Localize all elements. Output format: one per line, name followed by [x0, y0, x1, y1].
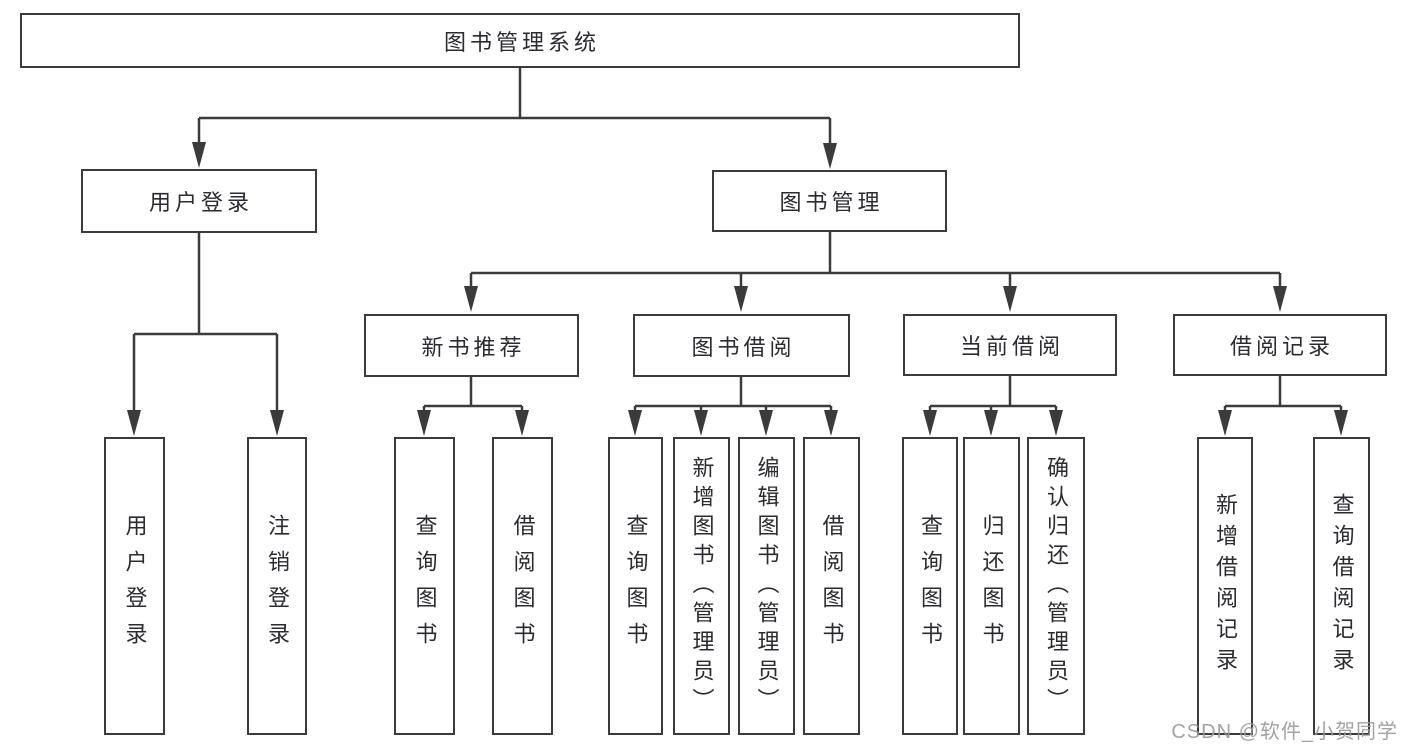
- node-borrowing-records: 借阅记录: [1173, 314, 1387, 376]
- connector-userlogin-to-leaves: [132, 233, 279, 414]
- node-user-login-leaf: 用户登录: [104, 437, 165, 735]
- connector-root-to-level2: [197, 68, 832, 147]
- node-query-books-newbook: 查询图书: [394, 437, 455, 735]
- node-current-borrowing: 当前借阅: [903, 314, 1117, 376]
- connector-currentborrow-to-leaves: [928, 376, 1058, 414]
- arrowhead: [823, 143, 837, 169]
- arrowhead: [628, 410, 642, 436]
- node-label: 确认归还（管理员）: [1044, 455, 1069, 717]
- node-add-borrow-record: 新增借阅记录: [1197, 437, 1253, 735]
- node-query-books-current: 查询图书: [902, 437, 958, 735]
- node-new-book-recommend: 新书推荐: [364, 314, 579, 377]
- arrowhead: [1049, 410, 1063, 436]
- arrowhead: [417, 410, 431, 436]
- node-borrow-books-borrowing: 借阅图书: [803, 437, 860, 735]
- arrowhead: [1273, 286, 1287, 312]
- node-label: 查询借阅记录: [1329, 493, 1355, 679]
- connector-newbook-to-leaves: [422, 377, 524, 414]
- connector-bookborrow-to-leaves: [633, 377, 833, 414]
- connector-borrowrecord-to-leaves: [1223, 376, 1343, 414]
- node-label: 新增图书（管理员）: [689, 455, 715, 717]
- arrowheads: [127, 142, 1348, 436]
- node-logout-leaf: 注销登录: [247, 437, 307, 735]
- node-label: 查询图书: [412, 514, 438, 658]
- node-label: 注销登录: [265, 514, 290, 658]
- arrowhead: [1003, 286, 1017, 312]
- node-user-login: 用户登录: [81, 169, 317, 233]
- arrowhead: [824, 410, 838, 436]
- connector-bookmgmt-to-level3: [469, 232, 1282, 290]
- arrowhead: [127, 410, 141, 436]
- node-label: 用户登录: [122, 514, 148, 658]
- node-label: 查询图书: [918, 514, 943, 658]
- node-label: 图书管理: [779, 190, 884, 215]
- node-borrow-books-newbook: 借阅图书: [492, 437, 553, 735]
- arrowhead: [515, 410, 529, 436]
- node-confirm-return-admin: 确认归还（管理员）: [1027, 437, 1085, 735]
- arrowhead: [759, 410, 773, 436]
- node-label: 当前借阅: [959, 334, 1064, 359]
- node-label: 图书借阅: [691, 334, 796, 360]
- arrowhead: [270, 410, 284, 436]
- node-query-borrow-record: 查询借阅记录: [1313, 437, 1370, 735]
- arrowhead: [984, 410, 998, 436]
- node-label: 归还图书: [979, 514, 1005, 658]
- node-label: 图书管理系统: [443, 29, 600, 55]
- node-label: 编辑图书（管理员）: [754, 455, 780, 717]
- node-return-books: 归还图书: [963, 437, 1020, 735]
- arrowhead: [1334, 410, 1348, 436]
- node-label: 查询图书: [623, 514, 649, 658]
- node-label: 借阅图书: [510, 514, 536, 658]
- arrowhead: [923, 410, 937, 436]
- arrowhead: [464, 286, 478, 312]
- node-label: 新书推荐: [421, 334, 526, 360]
- arrowhead: [734, 286, 748, 312]
- node-label: 用户登录: [148, 190, 253, 215]
- arrowhead: [192, 142, 206, 168]
- arrowhead: [694, 410, 708, 436]
- node-label: 借阅记录: [1229, 334, 1334, 359]
- node-label: 新增借阅记录: [1213, 493, 1238, 679]
- node-label: 借阅图书: [819, 514, 845, 658]
- arrowhead: [1218, 410, 1232, 436]
- node-book-management: 图书管理: [712, 170, 947, 232]
- node-book-borrowing: 图书借阅: [633, 314, 850, 377]
- node-query-books-borrowing: 查询图书: [608, 437, 663, 735]
- node-edit-books-admin: 编辑图书（管理员）: [738, 437, 795, 735]
- node-root-system: 图书管理系统: [20, 13, 1020, 68]
- node-add-books-admin: 新增图书（管理员）: [673, 437, 730, 735]
- csdn-watermark: CSDN @软件_小贺同学: [1171, 721, 1398, 743]
